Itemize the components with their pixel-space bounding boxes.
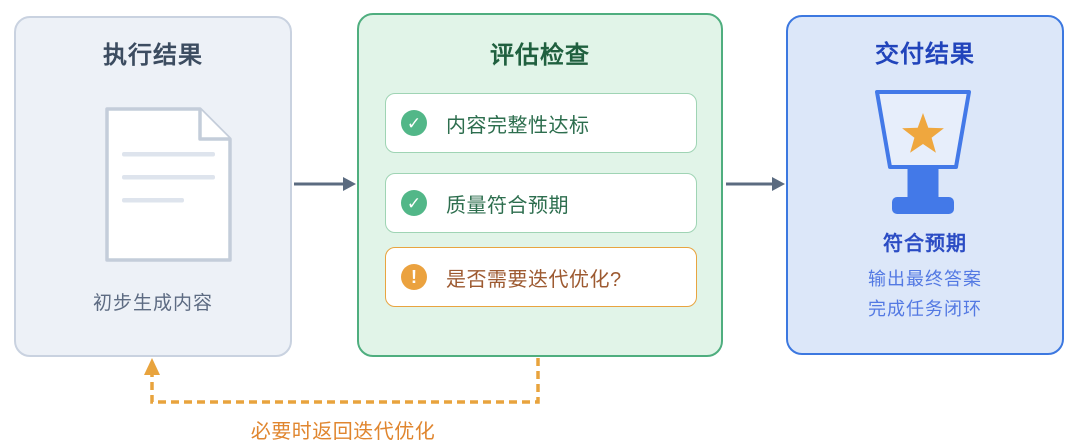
- arrow-exec-to-eval: [294, 177, 356, 191]
- star-icon: [902, 113, 944, 153]
- delivery-result-title: 交付结果: [875, 41, 975, 68]
- check-item-label: 内容完整性达标: [446, 114, 590, 137]
- arrow-eval-to-deliver: [726, 177, 785, 191]
- check-item-iteration-question: ! 是否需要迭代优化?: [385, 247, 697, 307]
- execution-result-box: 执行结果 初步生成内容: [14, 16, 292, 357]
- check-icon: ✓: [401, 190, 427, 216]
- delivery-note-task-loop: 完成任务闭环: [868, 299, 982, 319]
- check-item-completeness: ✓ 内容完整性达标: [385, 93, 697, 153]
- execution-result-caption: 初步生成内容: [92, 293, 213, 314]
- check-item-label: 质量符合预期: [446, 194, 569, 217]
- delivery-result-status: 符合预期: [883, 233, 967, 255]
- evaluation-check-title: 评估检查: [490, 42, 590, 69]
- delivery-note-final-answer: 输出最终答案: [868, 269, 982, 289]
- delivery-result-box: 交付结果 符合预期 输出最终答案 完成任务闭环: [786, 15, 1064, 355]
- check-item-label: 是否需要迭代优化?: [446, 268, 622, 291]
- feedback-loop-label: 必要时返回迭代优化: [250, 421, 436, 443]
- feedback-dashed-arrow: [144, 358, 540, 404]
- check-icon: ✓: [401, 110, 427, 136]
- document-icon: [105, 107, 232, 262]
- evaluation-check-box: 评估检查 ✓ 内容完整性达标 ✓ 质量符合预期 ! 是否需要迭代优化?: [357, 13, 723, 357]
- trophy-icon: [875, 90, 971, 214]
- execution-result-title: 执行结果: [103, 42, 203, 69]
- check-item-quality: ✓ 质量符合预期: [385, 173, 697, 233]
- warning-icon: !: [401, 264, 427, 290]
